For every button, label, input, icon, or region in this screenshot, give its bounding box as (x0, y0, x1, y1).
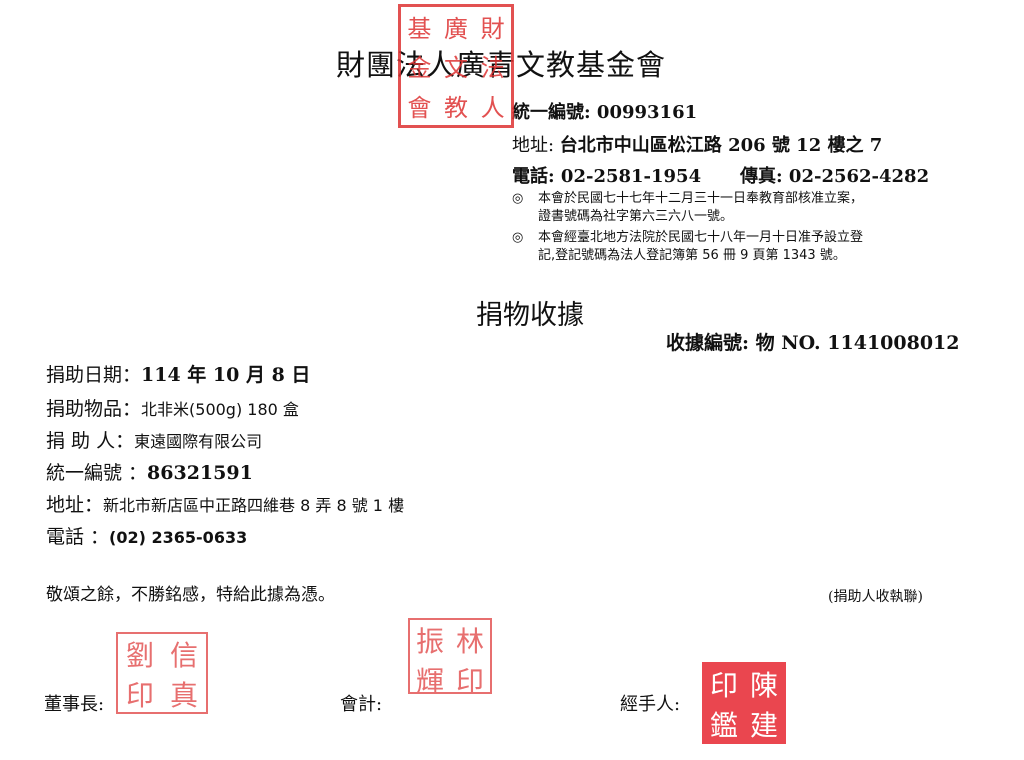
donation-date-value: 114 年 10 月 8 日 (141, 364, 311, 386)
seal-char: 印 (455, 665, 484, 698)
org-phone: 電話: 02-2581-1954 (512, 162, 701, 188)
org-fax-value: 02-2562-4282 (788, 166, 930, 187)
thanks-text: 敬頌之餘，不勝銘感，特給此據為憑。 (46, 585, 335, 605)
org-fax: 傳真: 02-2562-4282 (740, 162, 929, 188)
chairman-signature-label: 董事長: (44, 694, 105, 715)
donation-item-value: 北非米(500g) 180 盒 (141, 400, 299, 419)
org-uniform-no-label: 統一編號: (512, 102, 597, 123)
seal-char: 輝 (415, 665, 444, 698)
org-uniform-no: 統一編號: 00993161 (512, 98, 697, 124)
note-line: 記,登記號碼為法人登記簿第 56 冊 9 頁第 1343 號。 (538, 248, 846, 263)
seal-char: 人 (480, 93, 505, 122)
handler-seal-stamp: 印 陳 鑑 建 (702, 662, 786, 744)
seal-char: 基 (407, 15, 432, 44)
seal-char: 會 (407, 93, 432, 122)
accountant-signature-label: 會計: (340, 694, 383, 715)
accountant-seal-stamp: 振 林 輝 印 (408, 618, 492, 698)
field-label: 電話 ： (46, 526, 110, 548)
receipt-number: 收據編號: 物 NO. 1141008012 (666, 328, 960, 355)
org-address: 地址: 台北市中山區松江路 206 號 12 樓之 7 (512, 131, 882, 157)
seal-char: 信 (169, 639, 198, 672)
org-address-value: 台北市中山區松江路 206 號 12 樓之 7 (559, 135, 883, 156)
donor-value: 東遠國際有限公司 (134, 432, 263, 451)
org-address-label: 地址: (512, 135, 560, 156)
field-label: 捐 助 人： (46, 430, 135, 452)
seal-char: 陳 (749, 669, 778, 702)
note-line: 證書號碼為社字第六三六八一號。 (538, 209, 734, 224)
seal-char: 法 (480, 54, 505, 83)
seal-char: 印 (709, 669, 738, 702)
seal-char: 文 (443, 54, 468, 83)
note-line: 本會經臺北地方法院於民國七十八年一月十日准予設立登 (538, 230, 864, 245)
donor-phone-row: 電話 ：(02) 2365-0633 (46, 522, 247, 549)
donor-address-value: 新北市新店區中正路四維巷 8 弄 8 號 1 樓 (103, 496, 405, 515)
seal-char: 廣 (443, 15, 468, 44)
handler-signature-label: 經手人: (620, 694, 681, 715)
receipt-number-value: 物 NO. 1141008012 (755, 332, 960, 354)
note-mark-icon: ◎ (512, 191, 524, 206)
donation-date-row: 捐助日期：114 年 10 月 8 日 (46, 360, 310, 387)
seal-char: 振 (415, 625, 444, 658)
receipt-title: 捐物收據 (476, 300, 584, 331)
org-seal-stamp: 基 廣 財 金 文 法 會 教 人 (398, 4, 514, 128)
donor-uniform-no-row: 統一編號 ：86321591 (46, 458, 253, 485)
field-label: 捐助物品： (46, 398, 142, 420)
org-name: 財團法人廣青文教基金會 (336, 48, 667, 82)
field-label: 捐助日期： (46, 364, 142, 386)
seal-char: 教 (443, 93, 468, 122)
seal-char: 真 (169, 679, 198, 712)
seal-char: 金 (407, 54, 432, 83)
seal-char: 建 (749, 709, 778, 742)
org-fax-label: 傳真: (740, 166, 789, 187)
org-phone-label: 電話: (512, 166, 561, 187)
seal-char: 林 (455, 625, 484, 658)
registration-note: ◎ 本會經臺北地方法院於民國七十八年一月十日准予設立登 記,登記號碼為法人登記簿第… (512, 229, 1002, 265)
seal-char: 鑑 (709, 709, 738, 742)
note-mark-icon: ◎ (512, 230, 524, 245)
field-label: 統一編號 ： (46, 462, 148, 484)
org-phone-value: 02-2581-1954 (560, 166, 702, 187)
field-label: 地址： (46, 494, 104, 516)
note-line: 本會於民國七十七年十二月三十一日奉教育部核准立案， (538, 191, 864, 206)
seal-char: 印 (125, 679, 154, 712)
chairman-seal-stamp: 劉 信 印 真 (116, 632, 208, 714)
donor-phone-value: (02) 2365-0633 (109, 528, 248, 547)
org-uniform-no-value: 00993161 (596, 102, 698, 123)
donation-item-row: 捐助物品：北非米(500g) 180 盒 (46, 394, 299, 421)
donor-uniform-no-value: 86321591 (147, 462, 253, 484)
donor-row: 捐 助 人：東遠國際有限公司 (46, 426, 262, 453)
seal-char: 財 (480, 15, 505, 44)
copy-label: (捐助人收執聯) (828, 589, 923, 605)
seal-char: 劉 (125, 639, 154, 672)
registration-note: ◎ 本會於民國七十七年十二月三十一日奉教育部核准立案， 證書號碼為社字第六三六八一… (512, 190, 1002, 226)
donor-address-row: 地址：新北市新店區中正路四維巷 8 弄 8 號 1 樓 (46, 490, 404, 517)
receipt-number-label: 收據編號: (666, 332, 756, 354)
